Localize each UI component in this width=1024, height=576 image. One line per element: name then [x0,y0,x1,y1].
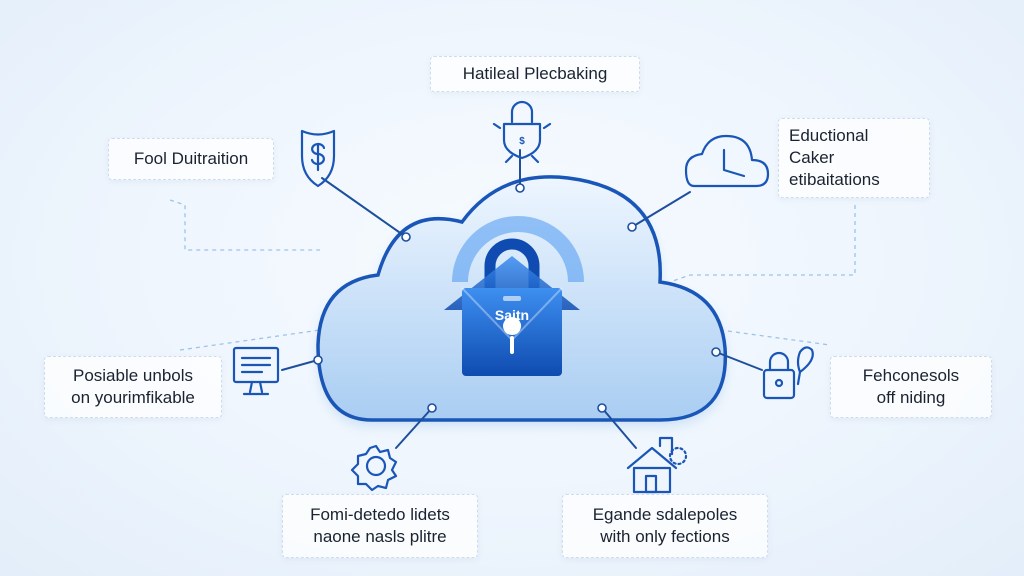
node-label-upper-right: Eductional Caker etibaitations [778,118,930,198]
node-label-upper-left: Fool Duitraition [108,138,274,180]
node-mid-left-line-1: Posiable unbols [72,366,194,385]
central-hub-label: Saitn [495,307,529,323]
node-bottom-left-line-2: naone nasls plitre [313,527,447,546]
node-label-mid-left: Posiable unbols on yourimfikable [44,356,222,418]
house-building-icon [626,436,688,494]
node-label-bottom-left: Fomi-detedo lidets naone nasls plitre [282,494,478,558]
node-bottom-right-line-1: Egande sdalepoles [592,505,738,524]
node-upper-right-line-3: etibaitations [789,170,880,189]
connector-lines [281,149,763,449]
node-upper-right-line-1: Eductional [789,126,869,145]
padlock-shield-icon: $ [492,100,552,164]
central-padlock-icon [444,216,584,376]
node-top-line-1: Hatileal Plecbaking [462,64,608,83]
lock-key-icon [762,346,814,400]
dashed-connectors [169,199,856,351]
node-mid-left-line-2: on yourimfikable [71,388,195,407]
node-mid-right-line-2: off niding [876,388,946,407]
svg-text:$: $ [519,136,525,147]
node-label-top: Hatileal Plecbaking [430,56,640,92]
node-label-bottom-right: Egande sdalepoles with only fections [562,494,768,558]
computer-monitor-icon [232,346,280,396]
node-upper-right-line-2: Caker [789,148,835,167]
connector-dots [313,183,721,413]
shield-dollar-icon [300,129,336,188]
node-bottom-right-line-2: with only fections [600,527,730,546]
cloud-clock-icon [684,134,770,188]
node-mid-right-line-1: Fehconesols [862,366,960,385]
node-label-mid-right: Fehconesols off niding [830,356,992,418]
node-bottom-left-line-1: Fomi-detedo lidets [310,505,450,524]
node-upper-left-line-1: Fool Duitraition [133,149,249,168]
gear-icon [350,444,398,492]
